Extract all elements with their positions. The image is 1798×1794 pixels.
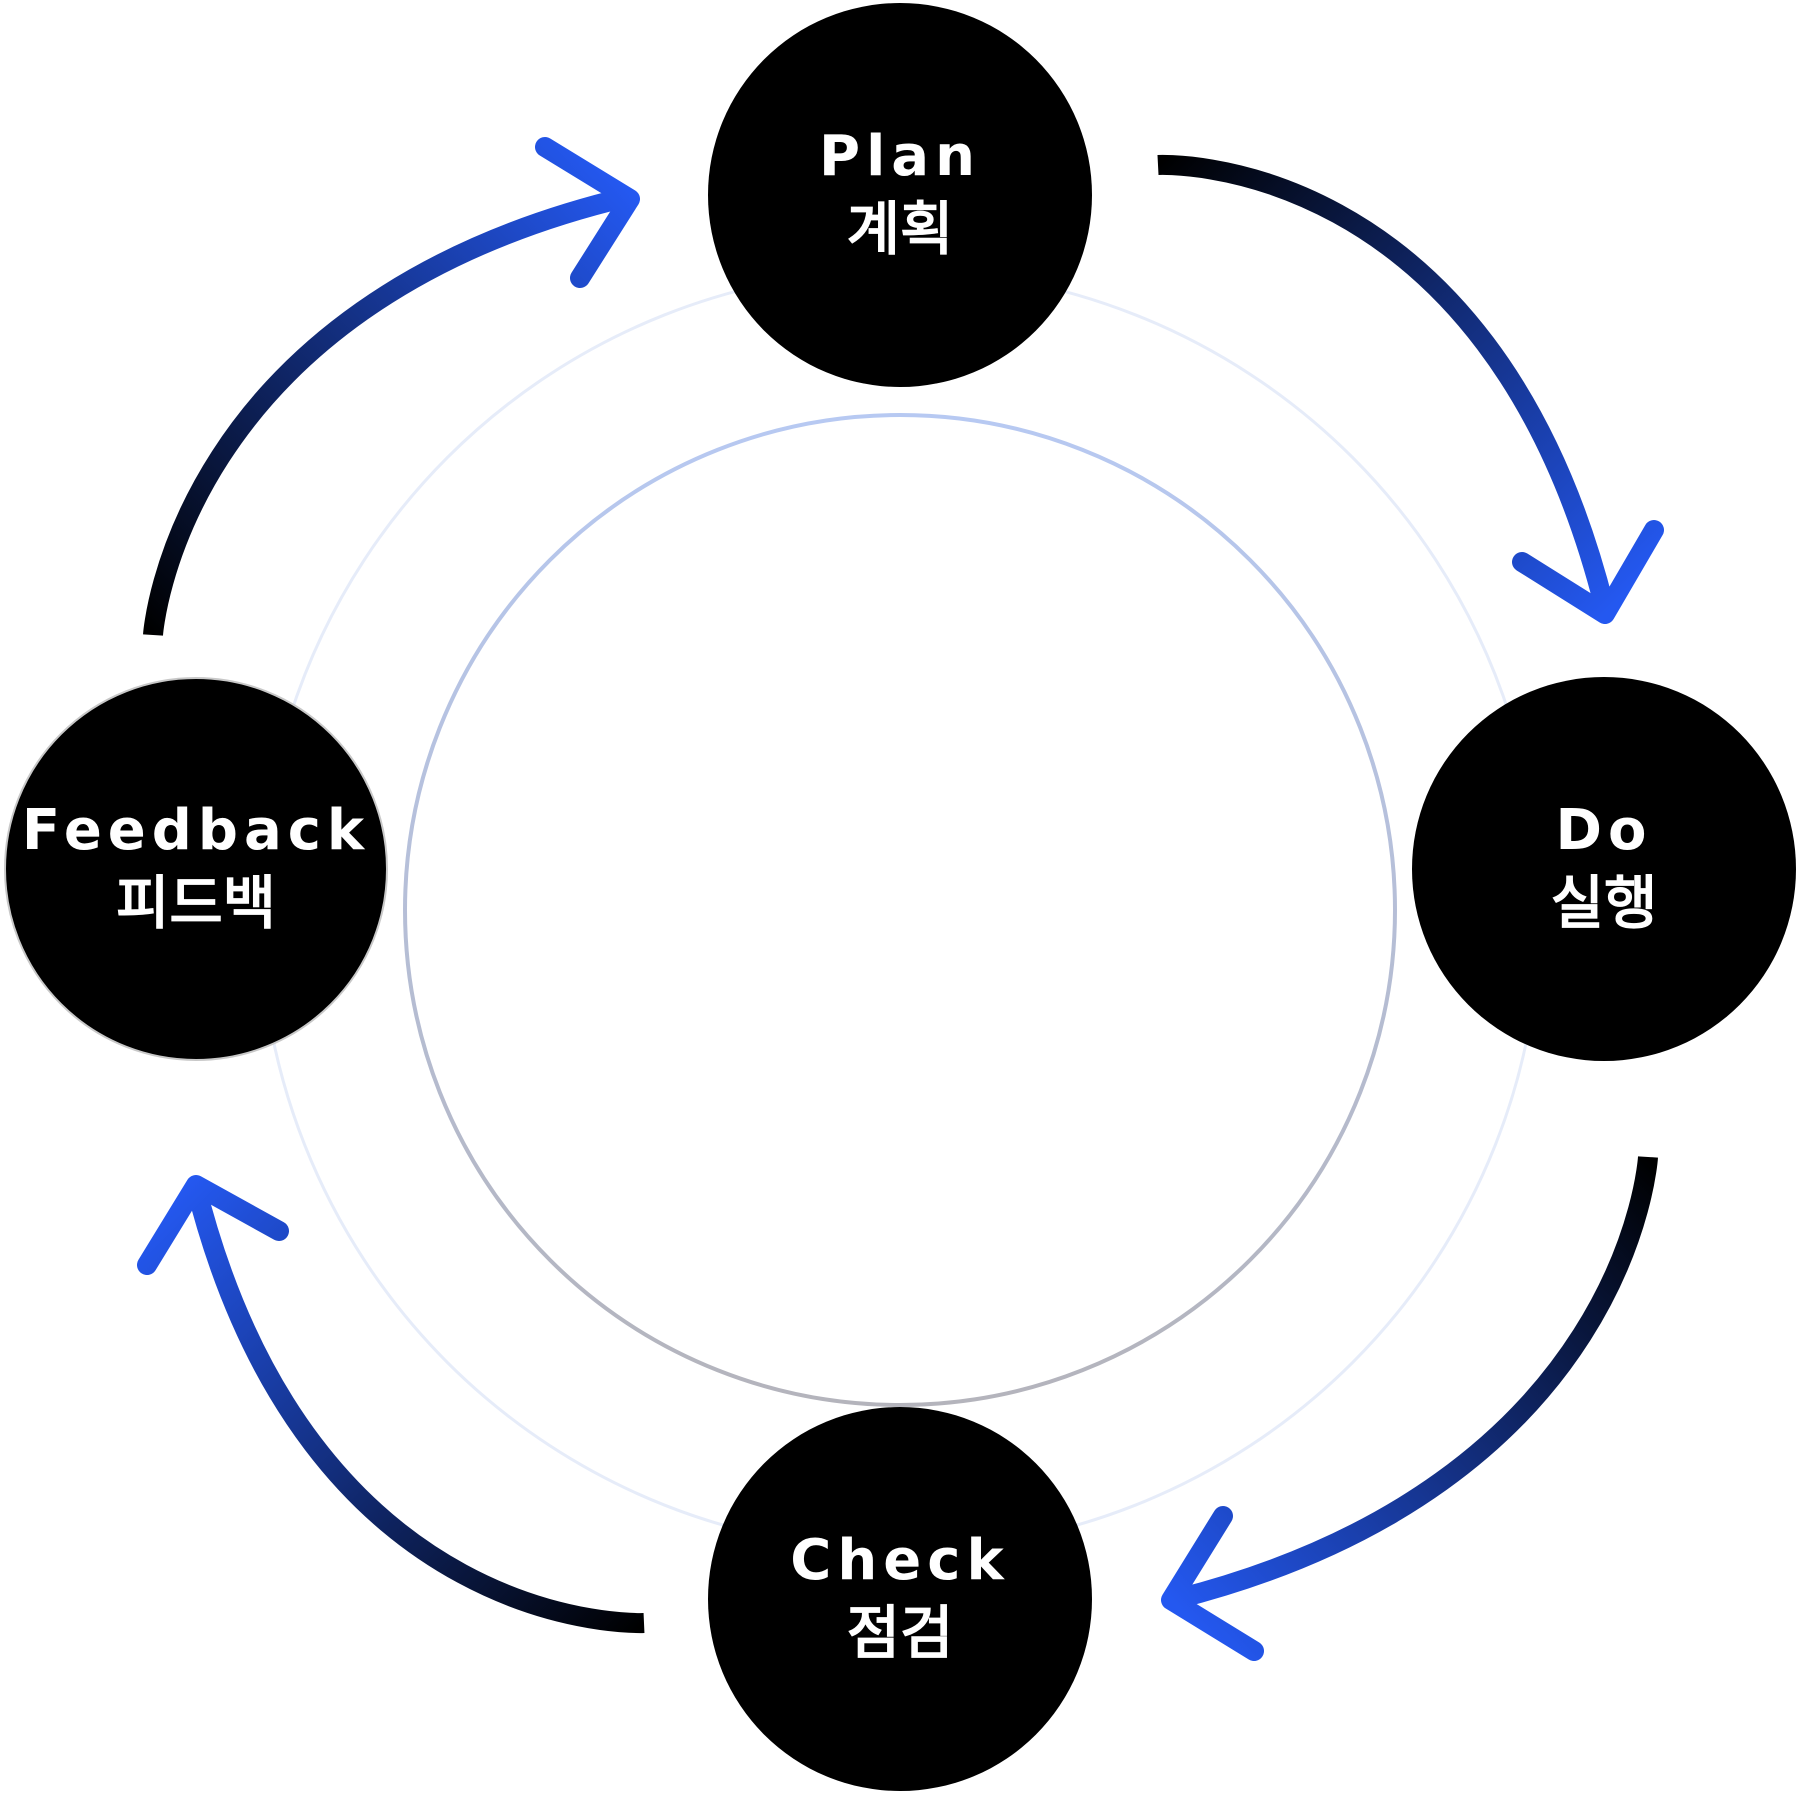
check-label-en: Check <box>790 1528 1010 1593</box>
plan-label-ko: 계획 <box>846 195 954 264</box>
arrow-do-to-check <box>1161 1156 1658 1661</box>
arrow-check-to-feedback <box>137 1175 645 1634</box>
plan-label-en: Plan <box>819 124 981 189</box>
node-feedback: Feedback 피드백 <box>4 677 388 1061</box>
check-label-ko: 점검 <box>846 1599 954 1668</box>
outer-ring <box>258 268 1542 1552</box>
node-plan: Plan 계획 <box>708 3 1092 387</box>
node-check: Check 점검 <box>708 1407 1092 1791</box>
arrow-plan-to-do <box>1157 154 1664 624</box>
feedback-label-en: Feedback <box>21 798 371 863</box>
inner-ring <box>403 413 1397 1407</box>
node-do: Do 실행 <box>1412 677 1796 1061</box>
do-label-ko: 실행 <box>1550 869 1658 938</box>
arrow-feedback-to-plan <box>143 137 640 636</box>
do-label-en: Do <box>1555 798 1653 863</box>
feedback-label-ko: 피드백 <box>115 869 277 938</box>
